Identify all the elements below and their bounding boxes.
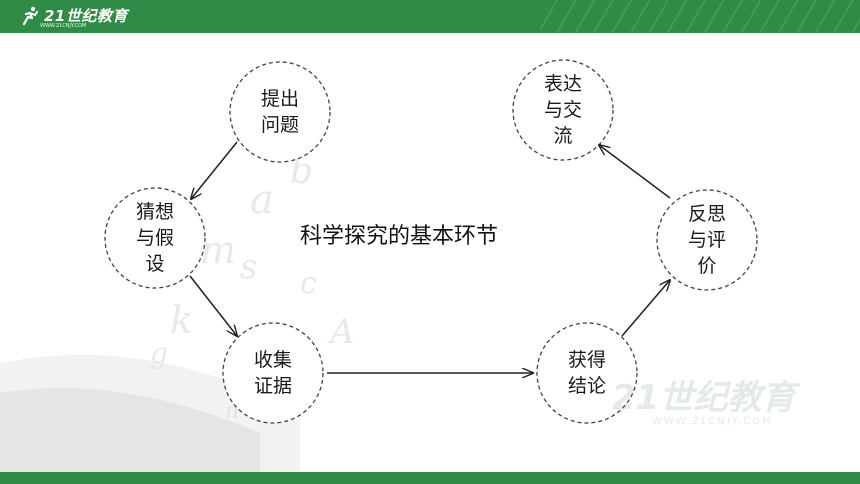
node-ask-line: 问题 bbox=[260, 114, 299, 136]
header-stripes bbox=[540, 0, 860, 33]
node-hypothesize-circle bbox=[104, 187, 206, 289]
node-collect-line: 收集 bbox=[253, 349, 292, 371]
deco-letter: s bbox=[240, 247, 257, 287]
watermark-text: 21世纪教育 bbox=[612, 378, 796, 418]
node-ask-line: 提出 bbox=[260, 88, 299, 110]
node-communicate-circle bbox=[512, 59, 614, 161]
logo-text: 21世纪教育 bbox=[44, 7, 128, 25]
deco-letter: A bbox=[327, 312, 355, 352]
deco-letter: g bbox=[150, 337, 168, 370]
node-reflect: 反思 与评 价 bbox=[657, 201, 757, 279]
node-hypothesize-line: 猜想 bbox=[135, 201, 174, 223]
node-hypothesize-line: 设 bbox=[145, 253, 165, 275]
node-ask-circle bbox=[229, 61, 331, 163]
brand-logo[interactable]: 21世纪教育 bbox=[20, 5, 128, 26]
arrow-ask-to-hypothesize bbox=[191, 141, 238, 199]
deco-letter: b bbox=[290, 151, 313, 192]
deco-book-page bbox=[0, 388, 260, 472]
header-bar: 21世纪教育 WWW.21CNJY.COM bbox=[0, 0, 860, 33]
deco-letter: m bbox=[200, 228, 236, 272]
logo-subtext: WWW.21CNJY.COM bbox=[40, 23, 87, 29]
node-communicate: 表达 与交 流 bbox=[513, 71, 613, 149]
node-conclude-line: 结论 bbox=[567, 375, 606, 397]
deco-letter: k bbox=[170, 298, 193, 342]
node-conclude-circle bbox=[536, 322, 638, 424]
node-conclude: 获得 结论 bbox=[537, 347, 637, 399]
node-communicate-line: 表达 bbox=[543, 73, 582, 95]
node-hypothesize: 猜想 与假 设 bbox=[105, 199, 205, 277]
node-hypothesize-line: 与假 bbox=[135, 227, 174, 249]
node-reflect-circle bbox=[656, 189, 758, 291]
deco-letter: c bbox=[300, 266, 317, 301]
node-communicate-line: 流 bbox=[553, 125, 573, 147]
diagram-title: 科学探究的基本环节 bbox=[300, 224, 499, 249]
arrow-conclude-to-reflect bbox=[621, 280, 670, 337]
arrow-hypothesize-to-collect bbox=[189, 275, 237, 336]
watermark-subtext: WWW.21CNJY.COM bbox=[652, 416, 773, 427]
node-reflect-line: 反思 bbox=[687, 203, 726, 225]
node-collect-circle bbox=[222, 322, 324, 424]
node-reflect-line: 与评 bbox=[687, 229, 726, 251]
runner-logo-icon bbox=[22, 6, 38, 25]
footer-bar bbox=[0, 472, 860, 484]
watermark: 21世纪教育 WWW.21CNJY.COM bbox=[612, 380, 842, 440]
arrow-reflect-to-communicate bbox=[599, 145, 671, 199]
node-communicate-line: 与交 bbox=[543, 99, 582, 121]
node-collect: 收集 证据 bbox=[223, 347, 323, 399]
node-conclude-line: 获得 bbox=[567, 349, 606, 371]
node-ask: 提出 问题 bbox=[230, 86, 330, 138]
node-reflect-line: 价 bbox=[697, 255, 717, 277]
node-collect-line: 证据 bbox=[253, 375, 292, 397]
deco-letter: a bbox=[250, 177, 274, 223]
